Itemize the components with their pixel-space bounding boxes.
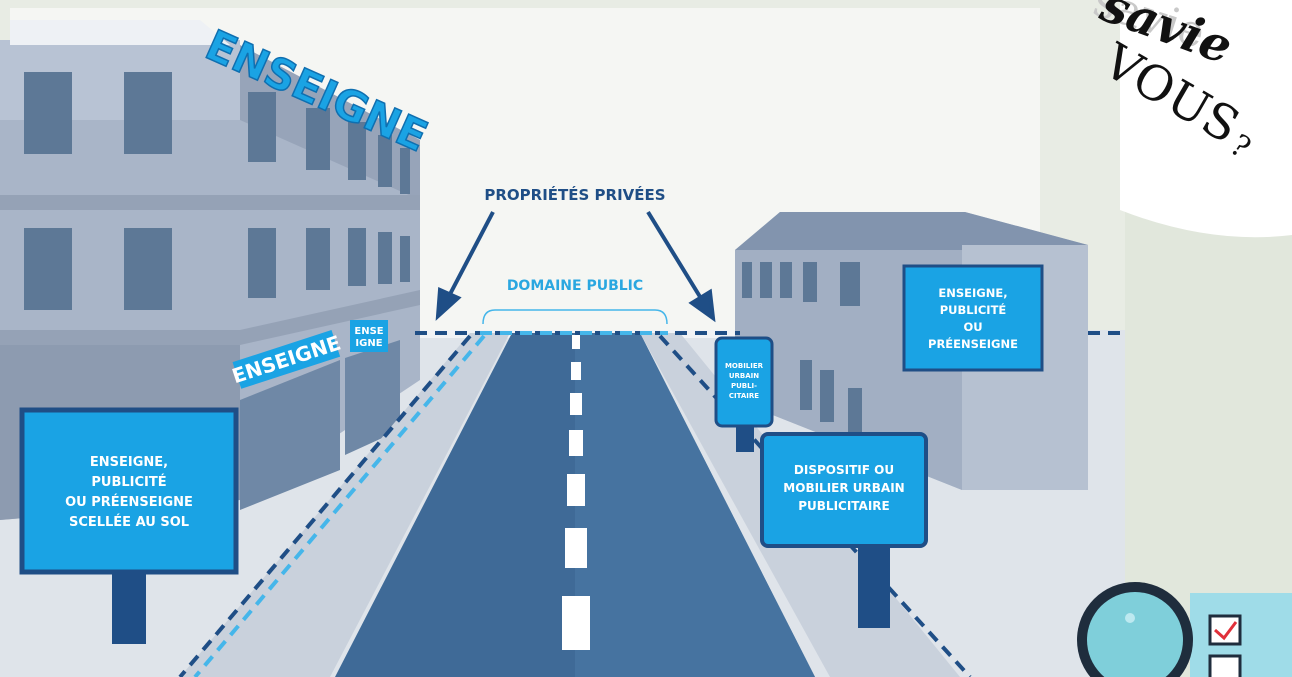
arrow-left: [435, 211, 495, 321]
left-sidewalk: [180, 333, 510, 677]
arrow-right: [646, 210, 716, 323]
left-sign-line-4: SCELLÉE AU SOL: [69, 514, 189, 530]
mobilier-urbain-sign: MOBILIER URBAIN PUBLI- CITAIRE: [714, 336, 774, 452]
dispositif-line-3: PUBLICITAIRE: [798, 499, 890, 513]
center-line: [562, 335, 590, 650]
small-sign-line-2: IGNE: [355, 338, 382, 349]
private-property-label: PROPRIÉTÉS PRIVÉES: [484, 185, 665, 204]
magnifier-icon: [1077, 582, 1193, 677]
right-sign-line-1: ENSEIGNE,: [938, 286, 1007, 300]
small-sign-line-1: ENSE: [354, 326, 383, 337]
dispositif-sign: DISPOSITIF OU MOBILIER URBAIN PUBLICITAI…: [760, 432, 928, 628]
right-sign-line-2: PUBLICITÉ: [940, 302, 1007, 317]
left-ground-sign: ENSEIGNE, PUBLICITÉ OU PRÉENSEIGNE SCELL…: [19, 407, 239, 644]
mobilier-line-2: URBAIN: [729, 372, 759, 380]
checklist-icon: [1208, 614, 1242, 677]
left-sign-line-3: OU PRÉENSEIGNE: [65, 494, 193, 510]
mobilier-line-1: MOBILIER: [725, 362, 764, 370]
public-domain-bracket: [482, 309, 668, 325]
quiz-illustration: [1077, 582, 1292, 677]
dispositif-line-1: DISPOSITIF OU: [794, 463, 894, 477]
left-sign-line-1: ENSEIGNE,: [90, 455, 168, 470]
left-sign-line-2: PUBLICITÉ: [91, 474, 166, 490]
right-sign-line-4: PRÉENSEIGNE: [928, 336, 1018, 351]
dispositif-line-2: MOBILIER URBAIN: [783, 481, 904, 495]
mobilier-line-4: CITAIRE: [729, 392, 759, 400]
mobilier-line-3: PUBLI-: [731, 382, 757, 390]
small-facade-sign: ENSE IGNE: [350, 320, 388, 352]
badge-circle: [1120, 0, 1292, 238]
road-shade: [575, 333, 815, 677]
right-building-sign: ENSEIGNE, PUBLICITÉ OU PRÉENSEIGNE: [902, 264, 1044, 372]
public-domain-label: DOMAINE PUBLIC: [507, 278, 643, 294]
right-sign-line-3: OU: [963, 320, 982, 334]
